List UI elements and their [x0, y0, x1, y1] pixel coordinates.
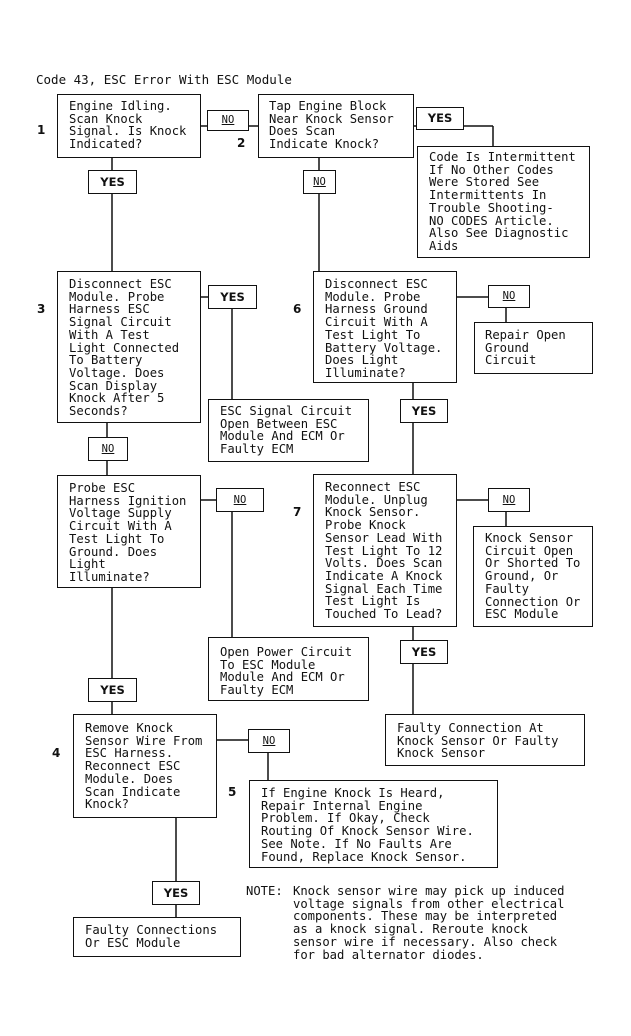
- open-power-text: Open Power Circuit To ESC Module Module …: [220, 645, 353, 698]
- yes-label-2: YES: [416, 107, 464, 130]
- no-label-7: NO: [488, 488, 530, 512]
- no-label-4: NO: [248, 729, 290, 753]
- yes-label-7: YES: [400, 640, 448, 664]
- open-power-box: Open Power Circuit To ESC Module Module …: [208, 637, 369, 701]
- repair-ground-box: Repair Open Ground Circuit: [474, 322, 593, 374]
- step-1-box: Engine Idling. Scan Knock Signal. Is Kno…: [57, 94, 201, 158]
- step-number-1: 1: [37, 123, 46, 137]
- faulty-connections-text: Faulty Connections Or ESC Module: [85, 923, 218, 950]
- esc-signal-open-box: ESC Signal Circuit Open Between ESC Modu…: [208, 399, 369, 462]
- intermittent-text: Code Is Intermittent If No Other Codes W…: [429, 150, 576, 253]
- step-4-text: Remove Knock Sensor Wire From ESC Harnes…: [85, 721, 203, 812]
- step-3-text: Disconnect ESC Module. Probe Harness ESC…: [69, 277, 180, 419]
- knock-sensor-open-box: Knock Sensor Circuit Open Or Shorted To …: [473, 526, 593, 627]
- step-2-box: Tap Engine Block Near Knock Sensor Does …: [258, 94, 414, 158]
- step-7-box: Reconnect ESC Module. Unplug Knock Senso…: [313, 474, 457, 627]
- no-label-1: NO: [207, 110, 249, 131]
- note-prefix: NOTE:: [246, 884, 283, 898]
- step-number-3: 3: [37, 302, 46, 316]
- ignition-text: Probe ESC Harness Ignition Voltage Suppl…: [69, 481, 187, 584]
- yes-label-6: YES: [400, 399, 448, 423]
- ignition-box: Probe ESC Harness Ignition Voltage Suppl…: [57, 475, 201, 588]
- yes-label-1: YES: [88, 170, 137, 194]
- step-3-box: Disconnect ESC Module. Probe Harness ESC…: [57, 271, 201, 423]
- step-4-box: Remove Knock Sensor Wire From ESC Harnes…: [73, 714, 217, 818]
- faulty-connections-box: Faulty Connections Or ESC Module: [73, 917, 241, 957]
- repair-ground-text: Repair Open Ground Circuit: [485, 328, 566, 368]
- esc-signal-open-text: ESC Signal Circuit Open Between ESC Modu…: [220, 404, 353, 457]
- note-text: Knock sensor wire may pick up induced vo…: [293, 884, 565, 962]
- intermittent-box: Code Is Intermittent If No Other Codes W…: [417, 146, 590, 258]
- step-number-5: 5: [228, 785, 237, 799]
- faulty-knock-sensor-text: Faulty Connection At Knock Sensor Or Fau…: [397, 721, 559, 761]
- step-5-box: If Engine Knock Is Heard, Repair Interna…: [249, 780, 498, 868]
- step-6-text: Disconnect ESC Module. Probe Harness Gro…: [325, 277, 443, 380]
- step-number-4: 4: [52, 746, 61, 760]
- step-number-7: 7: [293, 505, 302, 519]
- yes-label-4: YES: [152, 881, 200, 905]
- step-6-box: Disconnect ESC Module. Probe Harness Gro…: [313, 271, 457, 383]
- no-label-2: NO: [303, 170, 336, 194]
- no-label-ignition: NO: [216, 488, 264, 512]
- faulty-knock-sensor-box: Faulty Connection At Knock Sensor Or Fau…: [385, 714, 585, 766]
- step-2-text: Tap Engine Block Near Knock Sensor Does …: [269, 99, 394, 152]
- yes-label-ignition: YES: [88, 678, 137, 702]
- no-label-6: NO: [488, 285, 530, 308]
- step-5-text: If Engine Knock Is Heard, Repair Interna…: [261, 786, 474, 864]
- step-number-6: 6: [293, 302, 302, 316]
- step-number-2: 2: [237, 136, 246, 150]
- page-title: Code 43, ESC Error With ESC Module: [36, 72, 292, 87]
- step-7-text: Reconnect ESC Module. Unplug Knock Senso…: [325, 480, 443, 622]
- no-label-3: NO: [88, 437, 128, 461]
- step-1-text: Engine Idling. Scan Knock Signal. Is Kno…: [69, 99, 187, 152]
- knock-sensor-open-text: Knock Sensor Circuit Open Or Shorted To …: [485, 531, 581, 622]
- yes-label-3: YES: [208, 285, 257, 309]
